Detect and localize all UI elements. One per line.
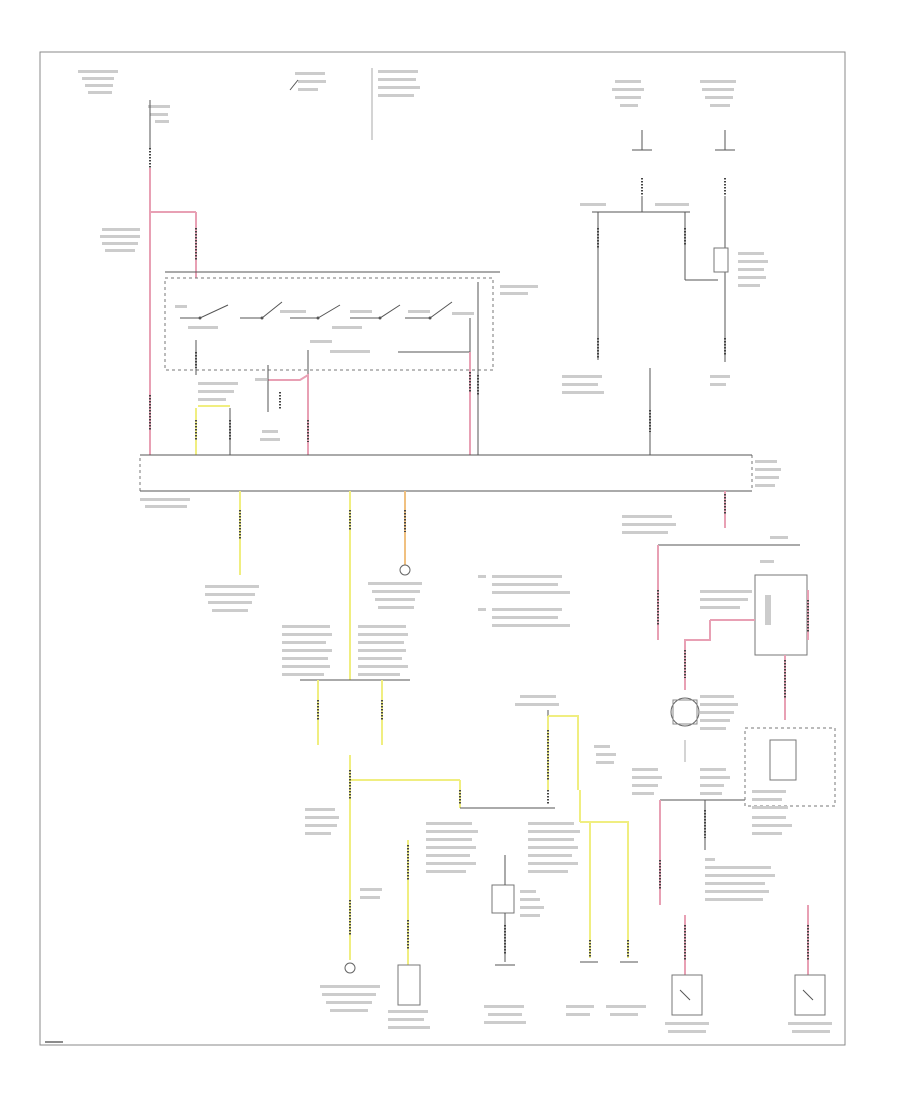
lower-left-circuits xyxy=(205,491,422,745)
top-right-sources xyxy=(562,80,768,455)
top-left-feed xyxy=(78,70,197,455)
diagram-frame xyxy=(39,51,846,1046)
bottom-middle-circuits xyxy=(305,695,646,1029)
middle-notes xyxy=(478,575,570,627)
fuse-block-bus xyxy=(139,454,781,508)
right-circuits xyxy=(622,491,836,1033)
left-fuse-branch xyxy=(195,340,309,455)
ignition-switch xyxy=(164,271,538,455)
top-middle-notes xyxy=(289,68,420,140)
